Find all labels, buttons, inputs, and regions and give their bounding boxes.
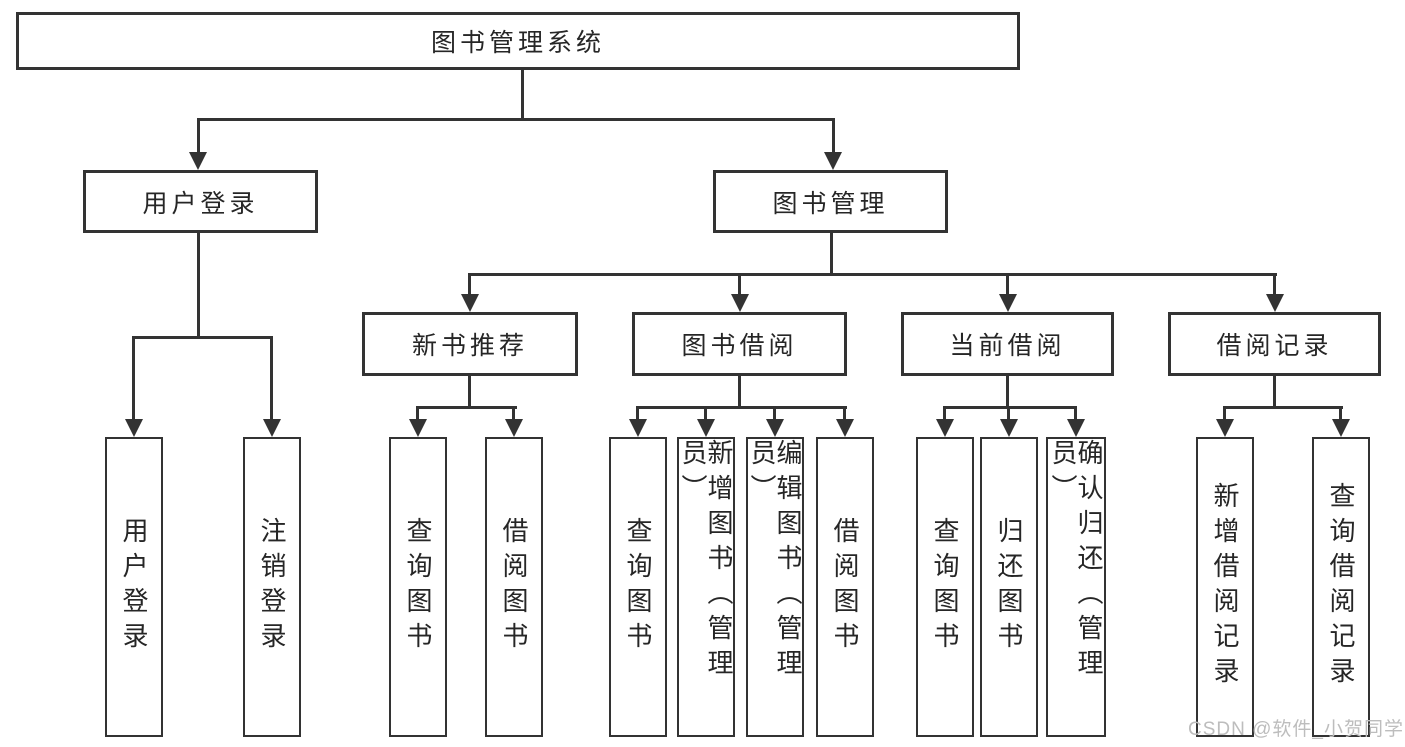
connector-arrow <box>1216 419 1234 437</box>
leaf-return-book-label: 归还图书 <box>994 517 1024 657</box>
connector-line <box>270 336 273 419</box>
connector-line <box>830 233 833 273</box>
connector-line <box>636 406 639 420</box>
connector-arrow <box>461 294 479 312</box>
leaf-confirm-return-admin-label: 确认归还（管理员） <box>1048 439 1104 684</box>
node-book-borrowing-label: 图书借阅 <box>681 332 798 360</box>
leaf-query-borrow-record-label: 查询借阅记录 <box>1326 482 1356 692</box>
connector-line <box>738 376 741 406</box>
connector-arrow <box>409 419 427 437</box>
connector-line <box>197 118 200 154</box>
connector-arrow <box>766 419 784 437</box>
node-book-management-label: 图书管理 <box>772 189 889 218</box>
node-new-book-recommend: 新书推荐 <box>362 312 578 376</box>
connector-line <box>1223 406 1226 420</box>
node-root: 图书管理系统 <box>16 12 1020 70</box>
connector-line <box>943 406 1077 409</box>
leaf-user-login-label: 用户登录 <box>119 517 149 657</box>
leaf-user-login: 用户登录 <box>105 437 163 737</box>
connector-arrow <box>836 419 854 437</box>
leaf-query-book-recommend: 查询图书 <box>389 437 447 737</box>
leaf-add-book-admin: 新增图书（管理员） <box>677 437 735 737</box>
connector-line <box>1074 406 1077 420</box>
node-current-borrowing: 当前借阅 <box>901 312 1114 376</box>
connector-arrow <box>189 152 207 170</box>
connector-line <box>416 406 517 409</box>
node-current-borrowing-label: 当前借阅 <box>949 332 1066 360</box>
node-borrowing-records: 借阅记录 <box>1168 312 1381 376</box>
connector-line <box>197 233 200 336</box>
node-book-borrowing: 图书借阅 <box>632 312 847 376</box>
leaf-borrow-book-borrowing: 借阅图书 <box>816 437 874 737</box>
leaf-query-book-borrowing-label: 查询图书 <box>623 517 653 657</box>
connector-arrow <box>999 294 1017 312</box>
connector-arrow <box>263 419 281 437</box>
connector-arrow <box>505 419 523 437</box>
connector-line <box>1006 376 1009 406</box>
connector-arrow <box>936 419 954 437</box>
leaf-borrow-book-recommend-label: 借阅图书 <box>499 517 529 657</box>
connector-line <box>521 70 524 118</box>
connector-line <box>1223 406 1343 409</box>
leaf-query-book-current: 查询图书 <box>916 437 974 737</box>
connector-line <box>416 406 419 420</box>
leaf-query-book-borrowing: 查询图书 <box>609 437 667 737</box>
node-book-management: 图书管理 <box>713 170 948 233</box>
connector-arrow <box>1266 294 1284 312</box>
connector-line <box>197 118 835 121</box>
connector-line <box>704 406 707 420</box>
leaf-edit-book-admin-label: 编辑图书（管理员） <box>747 439 803 684</box>
connector-line <box>832 118 835 154</box>
connector-arrow <box>731 294 749 312</box>
connector-arrow <box>1332 419 1350 437</box>
connector-arrow <box>1000 419 1018 437</box>
connector-line <box>132 336 273 339</box>
connector-line <box>1339 406 1342 420</box>
connector-line <box>1273 376 1276 406</box>
leaf-query-book-current-label: 查询图书 <box>930 517 960 657</box>
leaf-logout: 注销登录 <box>243 437 301 737</box>
connector-line <box>773 406 776 420</box>
leaf-edit-book-admin: 编辑图书（管理员） <box>746 437 804 737</box>
connector-line <box>1007 406 1010 420</box>
connector-line <box>468 376 471 406</box>
connector-line <box>468 273 1277 276</box>
connector-arrow <box>697 419 715 437</box>
node-user-login-label: 用户登录 <box>142 189 259 218</box>
connector-line <box>843 406 846 420</box>
connector-line <box>943 406 946 420</box>
csdn-watermark: CSDN @软件_小贺同学 <box>1188 719 1404 740</box>
connector-line <box>1273 273 1276 295</box>
node-new-book-recommend-label: 新书推荐 <box>411 332 528 360</box>
connector-arrow <box>824 152 842 170</box>
connector-line <box>738 273 741 295</box>
leaf-query-book-recommend-label: 查询图书 <box>403 517 433 657</box>
connector-line <box>512 406 515 420</box>
connector-line <box>132 336 135 419</box>
leaf-logout-label: 注销登录 <box>257 517 287 657</box>
leaf-borrow-book-recommend: 借阅图书 <box>485 437 543 737</box>
node-root-label: 图书管理系统 <box>430 29 605 57</box>
connector-arrow <box>1067 419 1085 437</box>
leaf-add-borrow-record: 新增借阅记录 <box>1196 437 1254 737</box>
connector-arrow <box>629 419 647 437</box>
leaf-confirm-return-admin: 确认归还（管理员） <box>1046 437 1106 737</box>
leaf-query-borrow-record: 查询借阅记录 <box>1312 437 1370 737</box>
connector-line <box>636 406 847 409</box>
connector-line <box>1006 273 1009 295</box>
leaf-return-book: 归还图书 <box>980 437 1038 737</box>
node-borrowing-records-label: 借阅记录 <box>1216 332 1333 360</box>
connector-arrow <box>125 419 143 437</box>
connector-line <box>468 273 471 295</box>
leaf-add-borrow-record-label: 新增借阅记录 <box>1210 482 1240 692</box>
leaf-borrow-book-borrowing-label: 借阅图书 <box>830 517 860 657</box>
node-user-login: 用户登录 <box>83 170 318 233</box>
leaf-add-book-admin-label: 新增图书（管理员） <box>678 439 734 684</box>
